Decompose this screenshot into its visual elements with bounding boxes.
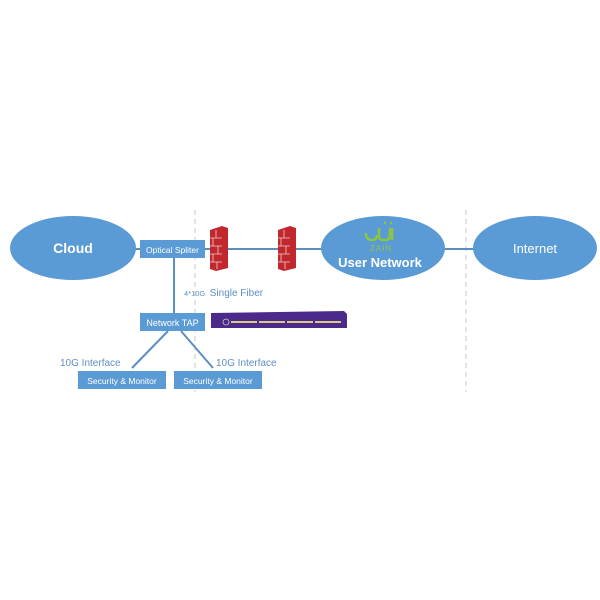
cloud-label: Cloud — [53, 240, 93, 256]
firewall-icon — [210, 226, 228, 271]
link-tap-security-2 — [180, 330, 214, 369]
link-tap-security-1 — [131, 330, 169, 369]
optical-splitter-label: Optical Spliter — [146, 245, 199, 255]
optical-splitter-box — [140, 240, 205, 258]
security-monitor-label-2: Security & Monitor — [183, 376, 253, 386]
network-tap-device-icon — [211, 311, 347, 328]
user-network-node — [321, 216, 445, 280]
zain-logo: ZAIN — [364, 221, 394, 253]
security-monitor-box-2 — [174, 371, 262, 389]
network-tap-label: Network TAP — [146, 318, 198, 328]
security-monitor-label-1: Security & Monitor — [87, 376, 157, 386]
svg-text:ZAIN: ZAIN — [370, 244, 392, 253]
security-monitor-box-1 — [78, 371, 166, 389]
network-tap-box — [140, 313, 205, 331]
cloud-node — [10, 216, 136, 280]
user-network-label: User Network — [338, 255, 423, 270]
interface-label-2: 10G Interface — [216, 358, 277, 369]
internet-node — [473, 216, 597, 280]
fiber-label: 4*10G Single Fiber — [184, 283, 264, 300]
interface-label-1: 10G Interface — [60, 358, 121, 369]
firewall-icon — [278, 226, 296, 271]
internet-label: Internet — [513, 241, 557, 256]
